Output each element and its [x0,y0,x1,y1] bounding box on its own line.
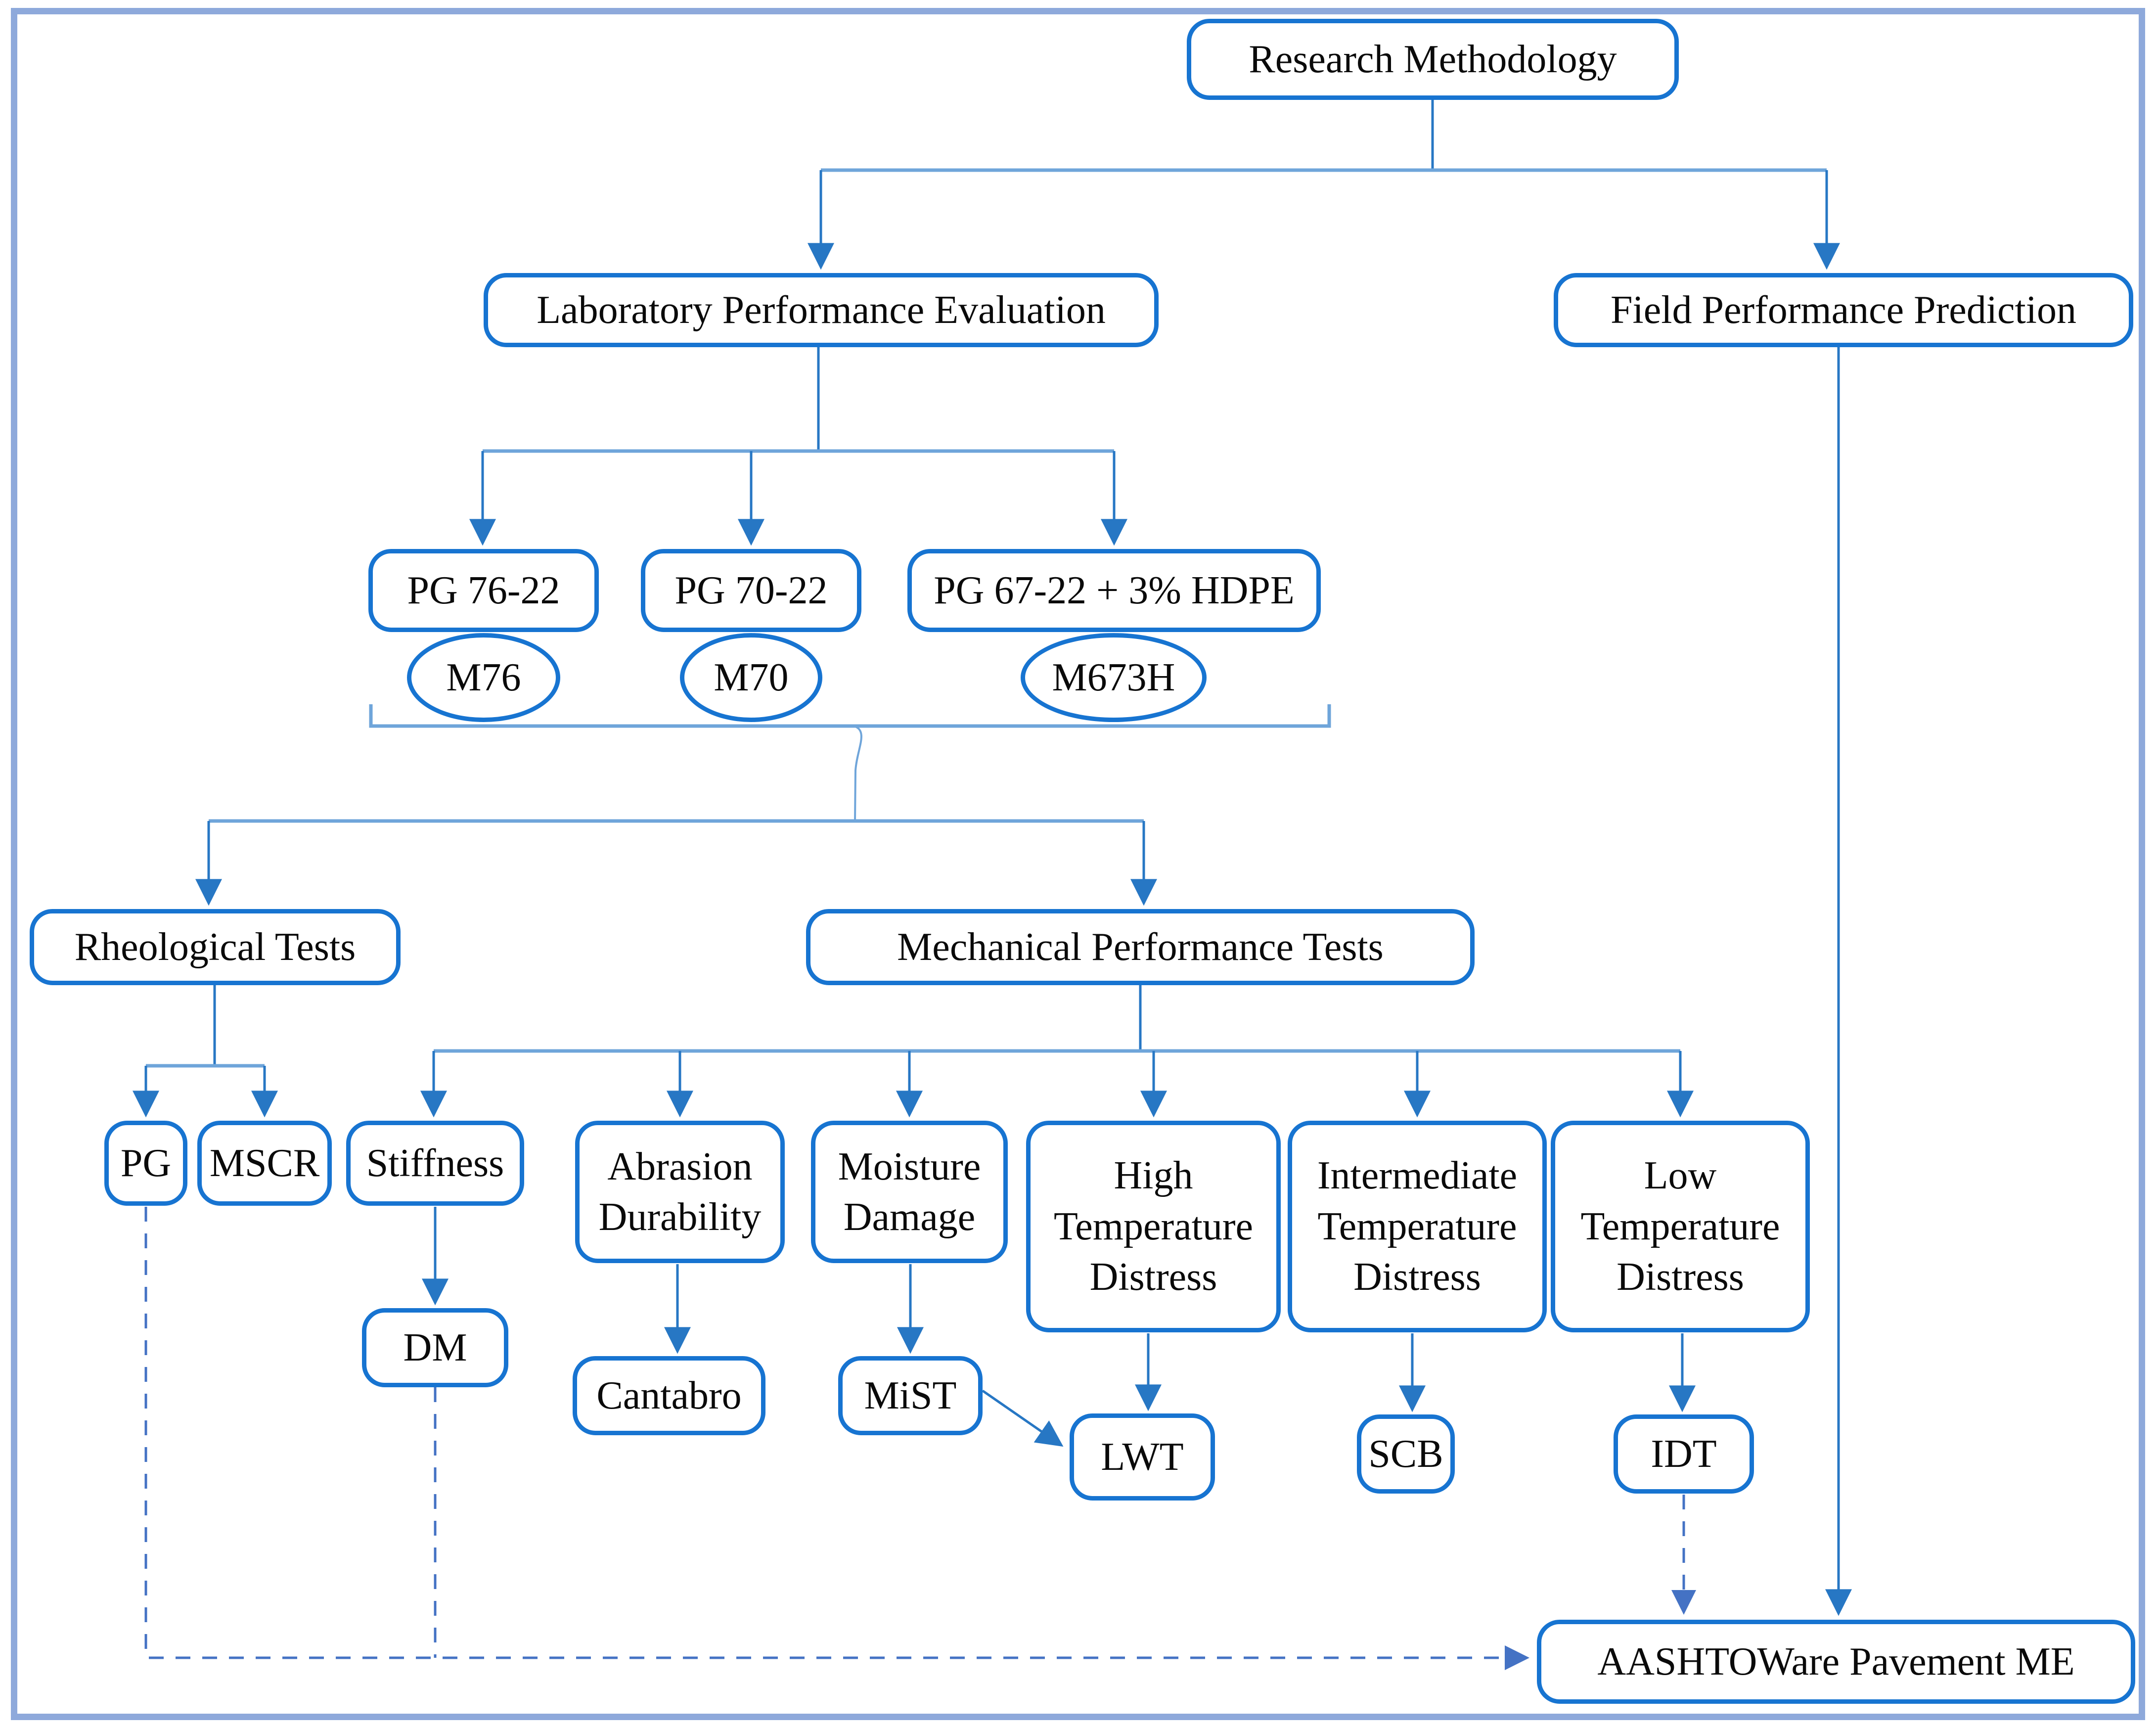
node-field-performance-prediction: Field Performance Prediction [1554,273,2133,347]
node-label: Rheological Tests [74,925,356,969]
node-label: M76 [446,655,521,699]
node-pg-76-22: PG 76-22 [368,549,599,632]
node-abrasion-durability: Abrasion Durability [575,1121,785,1263]
node-label: PG 70-22 [674,568,828,612]
node-label: Mechanical Performance Tests [897,925,1384,969]
node-m673h-ellipse: M673H [1021,633,1207,722]
node-cantabro: Cantabro [573,1356,765,1435]
node-low-temperature-distress: Low Temperature Distress [1551,1121,1810,1332]
node-label: M70 [714,655,789,699]
node-intermediate-temperature-distress: Intermediate Temperature Distress [1288,1121,1547,1332]
node-idt: IDT [1614,1414,1754,1494]
node-pg-70-22: PG 70-22 [641,549,861,632]
node-stiffness: Stiffness [346,1121,524,1206]
node-scb: SCB [1357,1414,1455,1494]
node-high-temperature-distress: High Temperature Distress [1026,1121,1281,1332]
brace-tail [853,725,862,821]
edge-pg-aashtoware-dashed [144,1207,1529,1670]
node-research-methodology: Research Methodology [1187,19,1679,100]
node-laboratory-performance-evaluation: Laboratory Performance Evaluation [484,273,1159,347]
node-label: Laboratory Performance Evaluation [537,288,1106,332]
edge-mist-lwt [982,1389,1064,1447]
node-label: DM [403,1325,467,1369]
node-pg-test: PG [104,1121,187,1206]
node-label: Intermediate Temperature Distress [1317,1154,1518,1299]
node-label: M673H [1052,655,1175,699]
node-label: Stiffness [366,1141,504,1185]
node-m76-ellipse: M76 [407,633,560,722]
node-pg-67-22-3pct-hdpe: PG 67-22 + 3% HDPE [907,549,1321,632]
node-mechanical-performance-tests: Mechanical Performance Tests [806,909,1475,985]
node-label: High Temperature Distress [1053,1154,1254,1299]
node-label: Abrasion Durability [598,1144,762,1239]
node-label: MiST [864,1373,957,1417]
node-mist: MiST [838,1356,983,1435]
node-rheological-tests: Rheological Tests [30,909,401,985]
node-lwt: LWT [1070,1413,1215,1501]
node-label: Low Temperature Distress [1580,1154,1780,1299]
node-label: SCB [1368,1432,1443,1476]
node-label: PG 76-22 [407,568,560,612]
node-label: LWT [1101,1435,1184,1479]
node-label: AASHTOWare Pavement ME [1597,1639,2075,1684]
node-label: Moisture Damage [838,1144,981,1239]
node-label: Research Methodology [1249,37,1617,81]
node-label: Cantabro [596,1373,742,1417]
node-label: PG [120,1141,172,1185]
node-label: IDT [1651,1432,1717,1476]
node-m70-ellipse: M70 [680,633,822,722]
node-label: MSCR [209,1141,320,1185]
node-label: Field Performance Prediction [1611,288,2076,332]
node-moisture-damage: Moisture Damage [811,1121,1008,1263]
node-mscr: MSCR [197,1121,332,1206]
node-label: PG 67-22 + 3% HDPE [934,568,1295,612]
brace-bracket [369,704,1331,728]
node-aashtoware-pavement-me: AASHTOWare Pavement ME [1537,1620,2135,1704]
node-dm: DM [362,1308,508,1387]
